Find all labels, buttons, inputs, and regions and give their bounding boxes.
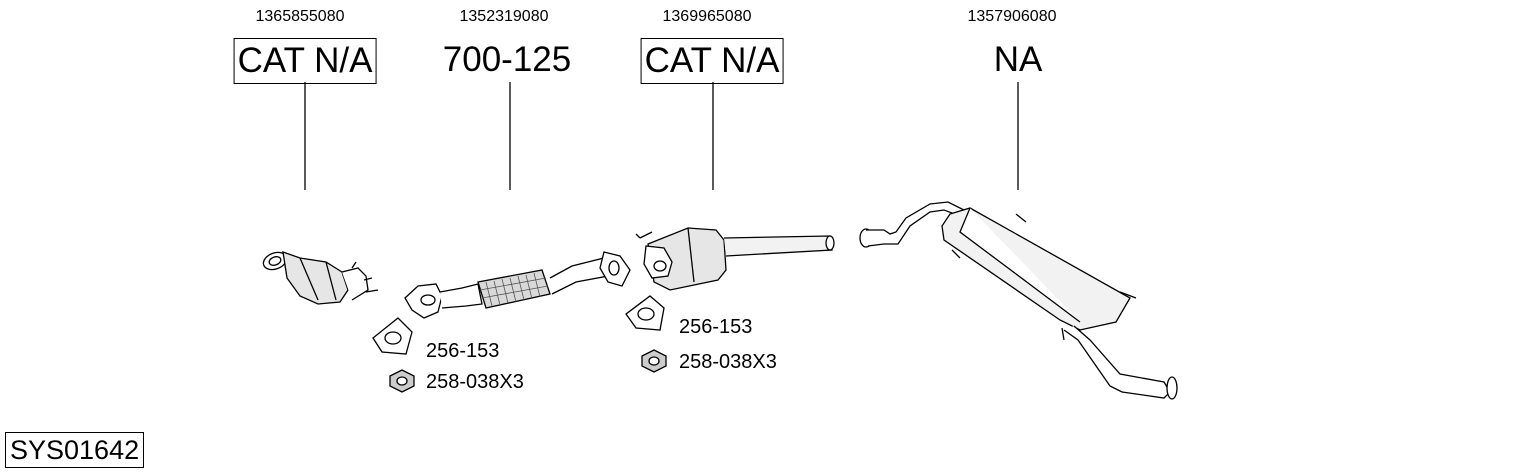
rear-catalytic-converter <box>635 227 835 291</box>
part-code-4: NA <box>993 40 1043 79</box>
oe-number-4: 1357906080 <box>967 8 1057 25</box>
rear-silencer <box>859 201 1178 400</box>
gasket-label-1: 256-153 <box>426 340 500 362</box>
gasket-icon-2 <box>625 295 665 331</box>
system-code-label: SYS01642 <box>5 432 145 468</box>
nut-label-1: 258-038X3 <box>426 371 524 393</box>
front-catalytic-converter <box>262 251 379 305</box>
part-code-2: 700-125 <box>442 40 572 79</box>
oe-number-1: 1365855080 <box>255 8 345 25</box>
part-code-3: CAT N/A <box>640 38 784 84</box>
gasket-icon-1 <box>372 317 413 355</box>
front-pipe-with-flex <box>404 251 631 319</box>
oe-number-3: 1369965080 <box>662 8 752 25</box>
nut-label-2: 258-038X3 <box>679 351 777 373</box>
part-code-1: CAT N/A <box>233 38 377 84</box>
nut-icon-2 <box>641 349 667 373</box>
oe-number-2: 1352319080 <box>459 8 549 25</box>
nut-icon-1 <box>389 369 415 393</box>
gasket-label-2: 256-153 <box>679 316 753 338</box>
